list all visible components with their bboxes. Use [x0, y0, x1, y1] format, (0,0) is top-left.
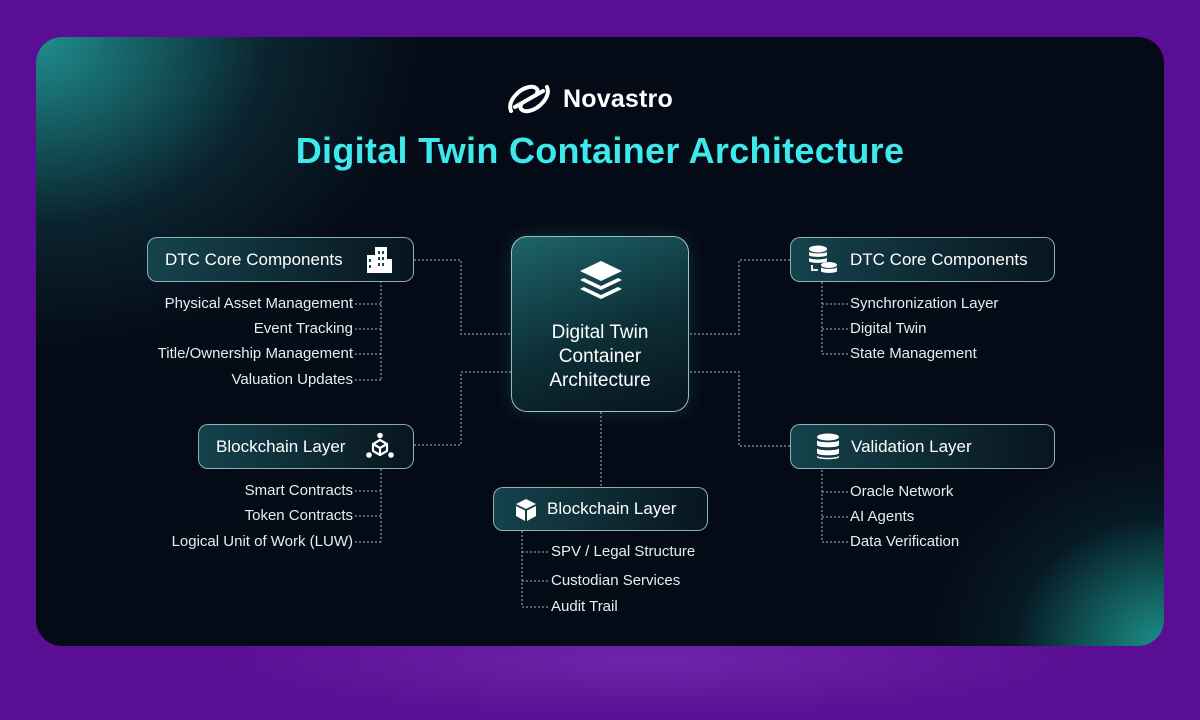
layers-stack-icon — [580, 261, 622, 299]
center-line-2: Container — [558, 346, 642, 367]
right-top-node: DTC Core Components — [790, 237, 1055, 282]
bottom-item: Custodian Services — [551, 572, 681, 589]
tree-right-bottom — [821, 470, 848, 543]
right-top-item: State Management — [850, 345, 977, 362]
right-top-item: Synchronization Layer — [850, 295, 999, 312]
left-bottom-label: Blockchain Layer — [216, 436, 346, 456]
right-top-label: DTC Core Components — [850, 249, 1028, 269]
right-bottom-item: AI Agents — [850, 508, 915, 525]
right-bottom-label: Validation Layer — [851, 436, 972, 456]
left-top-item: Event Tracking — [253, 320, 353, 337]
bottom-label: Blockchain Layer — [547, 499, 677, 518]
page-title: Digital Twin Container Architecture — [295, 130, 905, 171]
planet-orbit-icon — [508, 84, 550, 114]
brand-name: Novastro — [563, 84, 673, 113]
left-bottom-item: Smart Contracts — [244, 482, 353, 499]
bottom-item: SPV / Legal Structure — [551, 543, 696, 560]
brand: Novastro — [505, 77, 705, 121]
left-top-label: DTC Core Components — [165, 249, 343, 269]
left-top-item: Valuation Updates — [231, 371, 353, 388]
left-top-node: DTC Core Components — [147, 237, 414, 282]
tree-bottom — [521, 531, 548, 608]
bottom-node: Blockchain Layer — [493, 487, 708, 531]
tree-left-top — [355, 281, 382, 381]
blockchain-cube-icon — [366, 432, 394, 458]
left-top-item: Physical Asset Management — [164, 295, 353, 312]
left-top-item: Title/Ownership Management — [157, 345, 353, 362]
right-bottom-item: Data Verification — [850, 533, 960, 550]
tree-left-bottom — [355, 469, 382, 543]
database-icon — [817, 433, 839, 460]
right-bottom-node: Validation Layer — [790, 424, 1055, 469]
connector-left-top — [414, 259, 511, 335]
center-label: Digital Twin Container Architecture — [512, 321, 688, 393]
left-bottom-item: Logical Unit of Work (LUW) — [171, 533, 353, 550]
connector-right-bottom — [689, 371, 790, 447]
database-sync-icon — [809, 245, 837, 273]
center-line-1: Digital Twin — [551, 322, 649, 343]
connector-right-top — [689, 259, 790, 335]
left-bottom-item: Token Contracts — [244, 507, 353, 524]
left-bottom-node: Blockchain Layer — [198, 424, 414, 469]
connector-left-bottom — [414, 371, 511, 446]
center-node: Digital Twin Container Architecture — [511, 236, 689, 412]
right-top-item: Digital Twin — [850, 320, 927, 337]
right-bottom-item: Oracle Network — [850, 483, 954, 500]
tree-right-top — [821, 282, 848, 355]
cube-icon — [516, 499, 536, 521]
connector-lines — [355, 259, 848, 608]
center-line-3: Architecture — [549, 370, 651, 391]
buildings-icon — [367, 247, 392, 273]
bottom-item: Audit Trail — [551, 598, 618, 615]
